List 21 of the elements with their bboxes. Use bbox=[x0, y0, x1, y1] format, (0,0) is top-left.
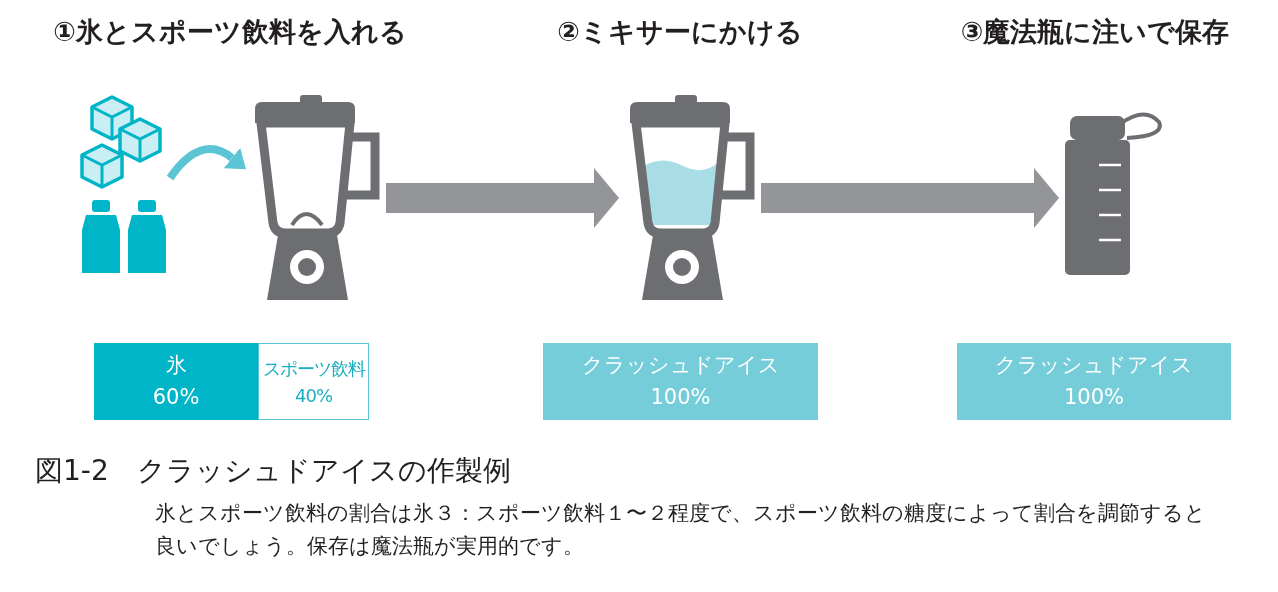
ratio-box bbox=[957, 343, 1231, 420]
step-heading: ①氷とスポーツ飲料を入れる bbox=[52, 15, 408, 49]
percentage-label: 100% bbox=[1063, 383, 1124, 411]
ratio-box bbox=[94, 343, 258, 420]
step-heading: ③魔法瓶に注いで保存 bbox=[959, 15, 1231, 49]
ratio-box bbox=[543, 343, 818, 420]
percentage-label: 40% bbox=[295, 383, 332, 408]
ingredient-label: スポーツ飲料 bbox=[262, 356, 365, 381]
water-bottle-drawing bbox=[1065, 110, 1165, 275]
ingredient-label: クラッシュドアイス bbox=[581, 352, 780, 379]
percentage-label: 100% bbox=[650, 383, 711, 411]
arrow bbox=[761, 168, 1059, 228]
arrow bbox=[386, 168, 619, 228]
figure-title: 図1-2 クラッシュドアイスの作製例 bbox=[35, 453, 511, 489]
arrow bbox=[166, 145, 247, 181]
ingredient-label: 氷 bbox=[165, 352, 187, 379]
step-heading: ②ミキサーにかける bbox=[556, 15, 804, 49]
ratio-box bbox=[258, 343, 369, 420]
figure-caption: 氷とスポーツ飲料の割合は氷３：スポーツ飲料１〜２程度で、スポーツ飲料の糖度によって割合を調節すると良いでしょう。保存は魔法瓶が実用的です。 bbox=[155, 500, 1207, 560]
ingredient-label: クラッシュドアイス bbox=[995, 352, 1193, 379]
percentage-label: 60% bbox=[152, 383, 200, 411]
